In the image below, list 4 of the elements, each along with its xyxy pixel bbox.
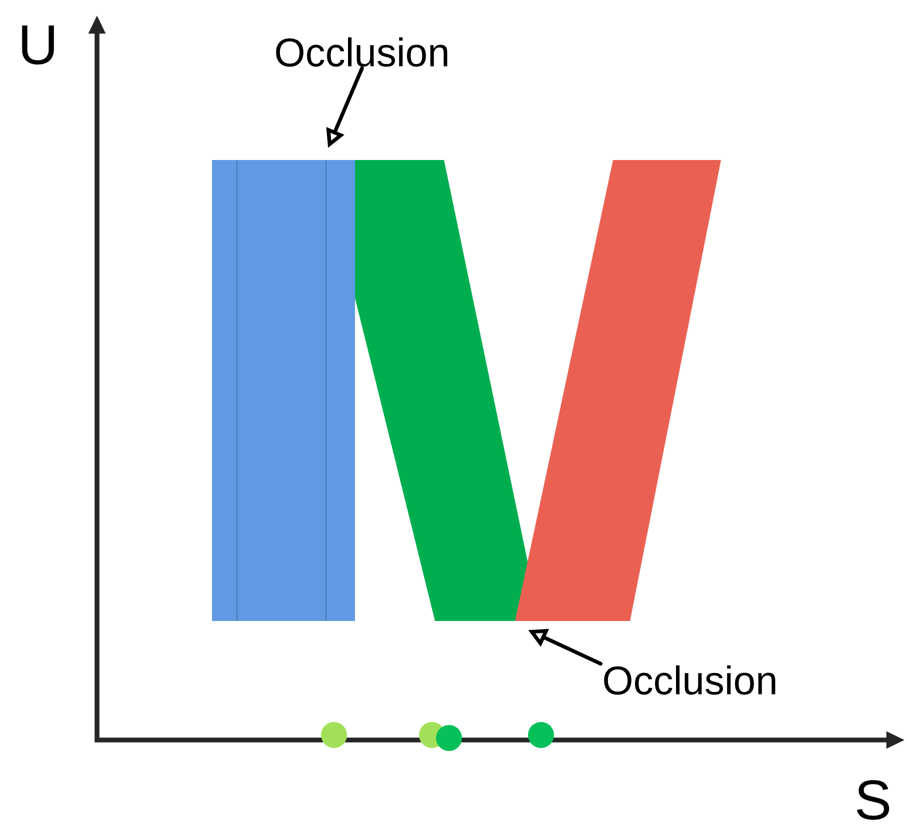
axis-label: U bbox=[22, 25, 54, 65]
axis-label: S bbox=[856, 780, 890, 820]
occlusion-label: Occlusion bbox=[604, 665, 776, 695]
occlusion-label: Occlusion bbox=[276, 37, 448, 67]
